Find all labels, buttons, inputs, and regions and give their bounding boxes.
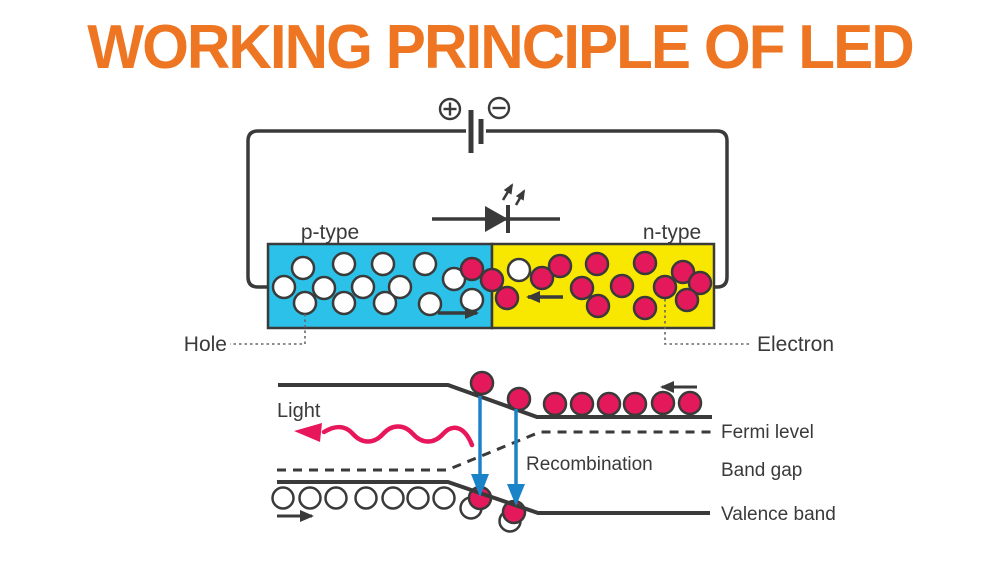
recombination-arrows <box>471 396 525 506</box>
battery-negative-icon <box>487 96 511 120</box>
hole-circle <box>292 290 318 316</box>
hole-circle <box>459 287 485 313</box>
light-wave-arrow-icon <box>294 423 475 448</box>
battery-icon <box>438 96 511 153</box>
n-type-electrons <box>494 250 713 321</box>
electron-circle <box>650 390 676 416</box>
electron-circle <box>609 273 635 299</box>
electron-circle <box>506 386 532 412</box>
electron-circle <box>632 295 658 321</box>
hole-circle <box>370 251 396 277</box>
electron-circle <box>569 391 595 417</box>
electron-circle <box>677 390 703 416</box>
battery-positive-icon <box>438 97 462 121</box>
n-type-label: n-type <box>643 221 701 244</box>
valence-holes <box>271 486 456 510</box>
hole-circle <box>331 290 357 316</box>
electron-circle <box>584 251 610 277</box>
hole-circle <box>417 291 443 317</box>
conduction-electrons <box>469 370 703 417</box>
hole-circle <box>412 251 438 277</box>
p-type-electrons <box>459 256 505 293</box>
electron-circle <box>459 256 485 282</box>
electron-circle <box>547 253 573 279</box>
electron-circle <box>622 391 648 417</box>
circuit-wire <box>246 129 729 289</box>
electron-circle <box>652 274 678 300</box>
hole-circle <box>298 486 322 510</box>
electron-circle <box>674 287 700 313</box>
electron-label: Electron <box>757 333 834 356</box>
electron-circle <box>670 259 696 285</box>
band-gap-label: Band gap <box>721 460 802 481</box>
electron-leader-line <box>664 299 750 345</box>
page-title: WORKING PRINCIPLE OF LED <box>87 13 914 82</box>
fermi-level-label: Fermi level <box>721 422 814 443</box>
hole-circle <box>354 486 378 510</box>
electron-circle <box>469 370 495 396</box>
electron-circle <box>569 275 595 301</box>
valence-band-line <box>277 480 710 515</box>
hole-circle <box>271 274 297 300</box>
electron-circle <box>687 270 713 296</box>
hole-circle <box>290 255 316 281</box>
electron-circle <box>479 267 505 293</box>
conduction-band-line <box>278 383 712 419</box>
hole-circle <box>331 251 357 277</box>
hole-circle <box>506 257 532 283</box>
electron-circle <box>529 265 555 291</box>
wire-right <box>486 129 729 289</box>
light-label: Light <box>277 400 321 422</box>
hole-circle <box>324 486 348 510</box>
hole-circle <box>372 290 398 316</box>
hole-circle <box>381 486 405 510</box>
electron-circle <box>494 285 520 311</box>
p-type-holes <box>271 251 485 317</box>
electron-circle <box>596 391 622 417</box>
p-type-label: p-type <box>301 221 359 244</box>
recombination-label: Recombination <box>526 454 653 475</box>
hole-circle <box>350 274 376 300</box>
n-type-holes <box>506 257 532 283</box>
electron-circle <box>585 293 611 319</box>
hole-leader-line <box>230 314 306 345</box>
hole-label: Hole <box>184 333 227 356</box>
hole-circle <box>406 486 430 510</box>
led-symbol-icon <box>432 183 560 233</box>
hole-circle <box>271 486 295 510</box>
hole-circle <box>311 275 337 301</box>
fermi-level-line <box>277 430 713 472</box>
electron-circle <box>632 250 658 276</box>
electron-circle <box>542 391 568 417</box>
valence-band-label: Valence band <box>721 504 836 525</box>
led-light-emission-icon <box>501 183 526 206</box>
hole-circle <box>387 274 413 300</box>
wire-left <box>246 129 466 289</box>
hole-circle <box>432 486 456 510</box>
